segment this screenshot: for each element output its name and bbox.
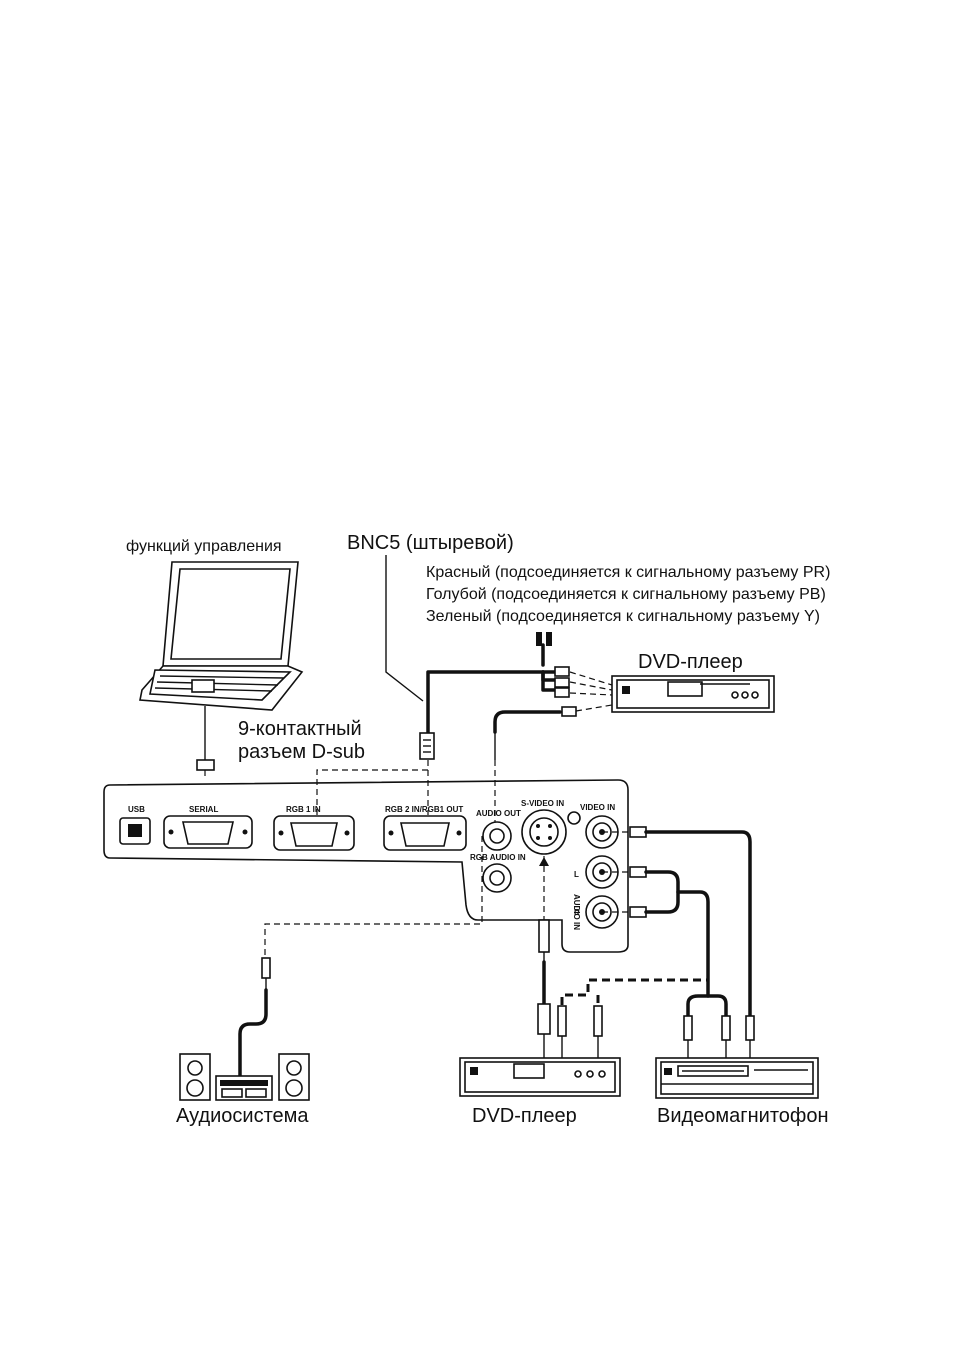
dvd-player-top-icon (611, 675, 775, 713)
audio-cable-top (493, 704, 613, 760)
projector-connector-panel: USB SERIAL RGB 1 IN RGB 2 IN/RGB1 OUT AU… (103, 779, 629, 953)
pc-caption: функций управления (126, 538, 282, 555)
vcr-icon (655, 1057, 819, 1099)
audio-system-label: Аудиосистема (176, 1105, 309, 1127)
rgb1-in-port-icon (273, 815, 355, 851)
serial-label: SERIAL (189, 805, 218, 814)
audio-r-label: R (574, 908, 580, 917)
dvd-player-bottom-label: DVD-плеер (472, 1105, 577, 1127)
audio-l-label: L (574, 870, 579, 879)
serial-port-icon (163, 815, 253, 849)
audio-in-label: AUDIO IN (572, 894, 581, 930)
audio-system-cable (238, 957, 271, 1084)
bnc-caption: BNC5 (штыревой) (347, 532, 514, 554)
dsub-label-line1: 9-контактный (238, 718, 362, 740)
dsub-label-line2: разъем D-sub (238, 741, 365, 763)
audio-out-label: AUDIO OUT (476, 809, 521, 818)
bnc-cable (385, 555, 613, 760)
rgb2-in-label: RGB 2 IN/RGB1 OUT (385, 805, 463, 814)
rgb-audio-in-label: RGB AUDIO IN (470, 853, 526, 862)
dvd-player-top-label: DVD-плеер (638, 651, 743, 673)
vcr-label: Видеомагнитофон (657, 1105, 829, 1127)
bnc-green-note: Зеленый (подсоединяется к сигнальному ра… (426, 608, 820, 625)
vcr-cables (629, 826, 755, 1058)
bnc-blue-note: Голубой (подсоединяется к сигнальному ра… (426, 586, 826, 603)
dashed-connection-guides (204, 760, 630, 958)
usb-label: USB (128, 805, 145, 814)
laptop-icon (139, 561, 304, 771)
rgb1-in-label: RGB 1 IN (286, 805, 321, 814)
svideo-arrow-icon (539, 857, 549, 866)
bnc-red-note: Красный (подсоединяется к сигнальному ра… (426, 564, 830, 581)
dvd-player-bottom-icon (459, 1057, 621, 1097)
rgb2-in-port-icon (383, 815, 467, 851)
svideo-in-label: S-VIDEO IN (521, 799, 564, 808)
audio-system-icon (179, 1053, 310, 1101)
video-in-label: VIDEO IN (580, 803, 615, 812)
